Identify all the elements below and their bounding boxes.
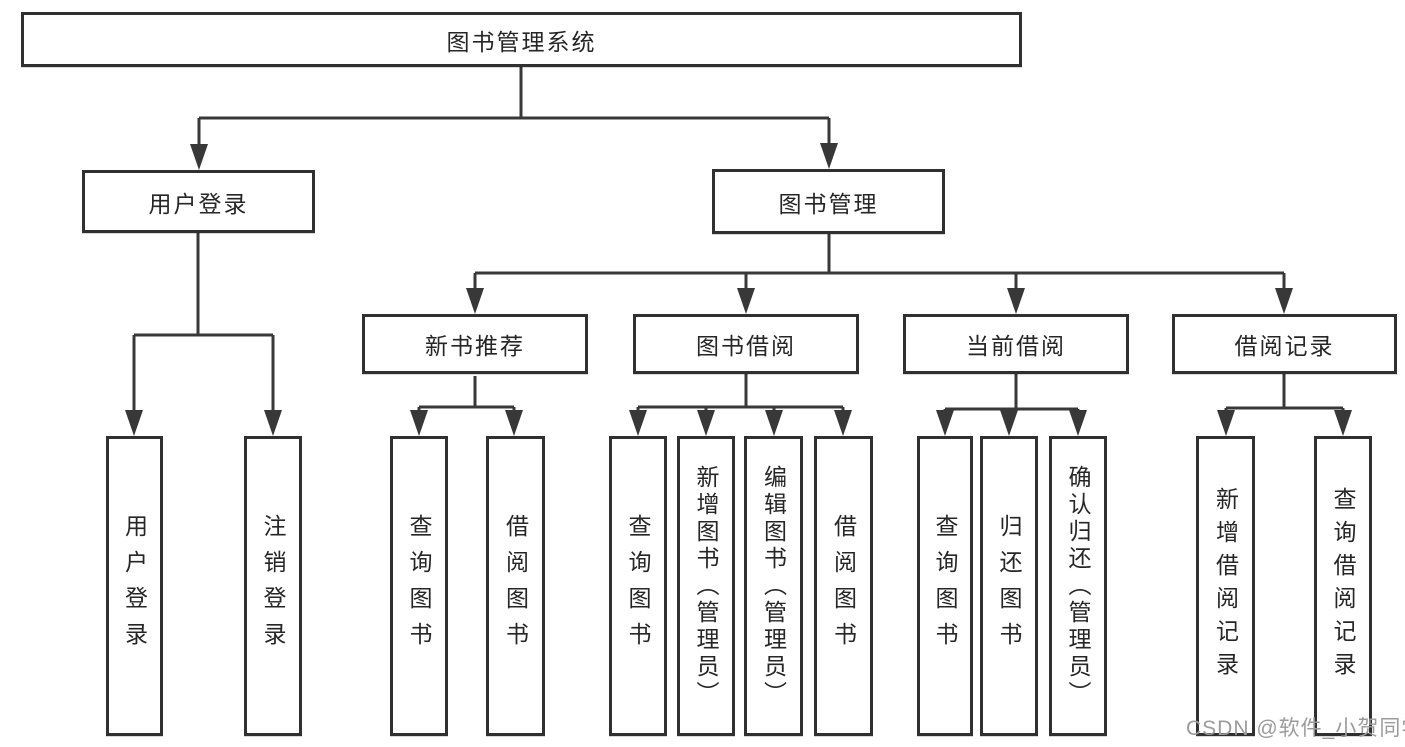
connector-root-to-level2 bbox=[190, 67, 838, 170]
node-root: 图书管理系统 bbox=[21, 12, 1022, 67]
leaf-borrow-books: 借阅图书 bbox=[814, 436, 873, 736]
watermark-text: CSDN @软件_小贺同学 bbox=[1186, 717, 1405, 740]
node-borrow-records-label: 借阅记录 bbox=[1234, 333, 1335, 359]
leaf-borrow-books-recommend-label: 借阅图书 bbox=[502, 514, 529, 658]
node-book-management: 图书管理 bbox=[712, 169, 945, 234]
leaf-query-books-recommend-label: 查询图书 bbox=[406, 514, 432, 658]
node-book-management-label: 图书管理 bbox=[778, 190, 879, 217]
node-user-login-label: 用户登录 bbox=[148, 190, 249, 217]
leaf-edit-books-admin-label: 编辑图书（管理员） bbox=[760, 464, 787, 708]
node-borrow-records: 借阅记录 bbox=[1172, 314, 1397, 374]
leaf-return-books: 归还图书 bbox=[980, 436, 1038, 736]
leaf-query-borrow-record-label: 查询借阅记录 bbox=[1330, 487, 1356, 685]
leaf-query-books-recommend: 查询图书 bbox=[390, 436, 448, 736]
connector-current-borrow-to-leaves bbox=[936, 374, 1087, 436]
connector-user-login-to-leaves bbox=[125, 233, 282, 436]
leaf-borrow-books-recommend: 借阅图书 bbox=[486, 436, 545, 736]
node-current-borrow: 当前借阅 bbox=[903, 314, 1129, 374]
leaf-confirm-return-admin-label: 确认归还（管理员） bbox=[1065, 464, 1091, 708]
node-book-borrow-label: 图书借阅 bbox=[696, 333, 796, 359]
leaf-logout-login-label: 注销登录 bbox=[260, 514, 286, 658]
connector-book-management-to-level3 bbox=[466, 234, 1293, 314]
leaf-add-books-admin: 新增图书（管理员） bbox=[677, 436, 735, 736]
leaf-query-books-current: 查询图书 bbox=[917, 436, 973, 736]
leaf-user-login-label: 用户登录 bbox=[121, 514, 148, 658]
connector-new-book-to-leaves bbox=[410, 376, 523, 436]
leaf-borrow-books-label: 借阅图书 bbox=[830, 514, 857, 658]
leaf-query-books-borrow: 查询图书 bbox=[609, 436, 667, 736]
node-new-book-recommend: 新书推荐 bbox=[362, 314, 588, 374]
leaf-query-borrow-record: 查询借阅记录 bbox=[1314, 436, 1372, 736]
leaf-query-books-borrow-label: 查询图书 bbox=[625, 514, 651, 658]
node-new-book-recommend-label: 新书推荐 bbox=[425, 333, 525, 359]
leaf-add-borrow-record-label: 新增借阅记录 bbox=[1212, 487, 1239, 685]
leaf-query-books-current-label: 查询图书 bbox=[932, 514, 958, 658]
leaf-add-books-admin-label: 新增图书（管理员） bbox=[693, 464, 719, 708]
connector-borrow-records-to-leaves bbox=[1217, 374, 1352, 436]
leaf-user-login: 用户登录 bbox=[106, 436, 163, 736]
leaf-edit-books-admin: 编辑图书（管理员） bbox=[744, 436, 803, 736]
node-current-borrow-label: 当前借阅 bbox=[966, 333, 1066, 359]
leaf-return-books-label: 归还图书 bbox=[996, 514, 1022, 658]
node-user-login: 用户登录 bbox=[82, 170, 315, 233]
node-book-borrow: 图书借阅 bbox=[633, 314, 859, 374]
leaf-add-borrow-record: 新增借阅记录 bbox=[1196, 436, 1255, 736]
node-root-label: 图书管理系统 bbox=[446, 28, 597, 55]
leaf-logout-login: 注销登录 bbox=[244, 436, 302, 736]
connector-book-borrow-to-leaves bbox=[629, 374, 852, 436]
leaf-confirm-return-admin: 确认归还（管理员） bbox=[1049, 436, 1107, 736]
